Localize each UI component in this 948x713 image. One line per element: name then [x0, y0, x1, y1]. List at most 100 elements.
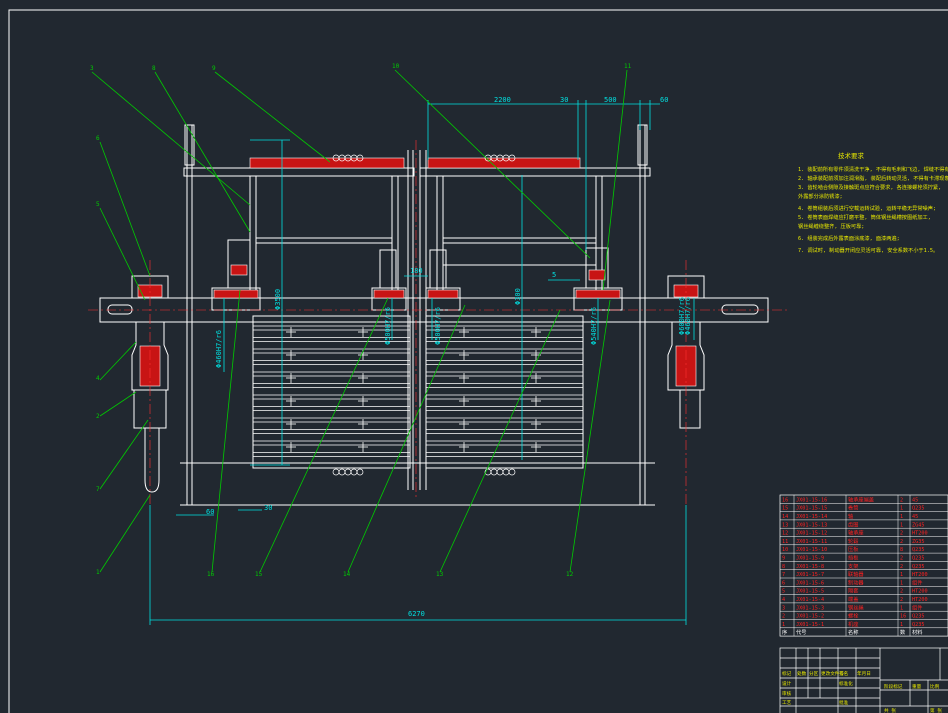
clamp-left — [227, 239, 251, 289]
leader-8 — [154, 71, 251, 233]
table-cell: 8 — [900, 547, 903, 553]
table-cell: Q235 — [912, 506, 925, 512]
table-cell: Q235 — [912, 614, 925, 620]
table-header-cell: 数 — [900, 628, 906, 636]
table-cell: JX01-15-10 — [796, 547, 827, 553]
table-cell: Q235 — [912, 556, 925, 562]
table-cell: 2 — [900, 531, 903, 537]
drum-slats — [253, 325, 583, 457]
table-cell: 机座 — [848, 620, 858, 628]
leader-6 — [99, 141, 151, 277]
rope-coil — [350, 468, 358, 476]
notes-title: 技术要求 — [838, 151, 865, 160]
rope-coil — [490, 468, 498, 476]
table-cell: JX01-15-3 — [796, 605, 824, 611]
notes-line: 1. 装配前所有零件须清洗干净, 不得有毛刺和飞边, 焊缝不得有夹渣0.5mm; — [798, 165, 948, 173]
leader-num: 10 — [392, 63, 400, 70]
tb-label: 更改文件号 — [821, 670, 844, 677]
dim-text-bottom-left2: 30 — [264, 504, 272, 512]
table-cell: 卷筒 — [848, 504, 858, 512]
table-cell: 14 — [782, 514, 788, 520]
title-block — [779, 647, 948, 713]
table-cell: 10 — [782, 547, 788, 553]
table-cell: 隔套 — [848, 587, 859, 595]
table-cell: JX01-15-4 — [796, 597, 824, 603]
leader-num: 14 — [343, 571, 351, 578]
table-cell: JX01-15-14 — [796, 514, 827, 520]
leader-num: 7 — [96, 486, 100, 493]
rope-coil — [338, 468, 346, 476]
tb-review: 审核 — [782, 690, 792, 697]
rope-coils — [332, 154, 516, 476]
leader-16 — [211, 289, 241, 573]
dim-text-top-right: 500 — [604, 96, 617, 104]
table-cell: 轮毂 — [848, 537, 858, 545]
dim-text-top-gap: 30 — [560, 96, 568, 104]
rope-coil — [502, 468, 510, 476]
table-cell: Q235 — [912, 564, 925, 570]
table-cell: JX01-15-9 — [796, 556, 824, 562]
table-cell: HT200 — [912, 597, 928, 603]
notes-line: 5. 卷筒表面焊缝应打磨平整, 筒体钢丝绳槽按图纸加工, — [798, 213, 931, 221]
leader-num: 2 — [96, 413, 100, 420]
leader-5 — [99, 207, 146, 301]
table-cell: 压板 — [848, 545, 859, 553]
leader-num: 1 — [96, 569, 100, 576]
platform-frame-left — [183, 167, 415, 177]
leader-num: 6 — [96, 135, 100, 142]
tb-label: 年月日 — [857, 670, 871, 677]
table-cell: JX01-15-5 — [796, 589, 824, 595]
leader-num: 16 — [207, 571, 215, 578]
dim-text-center: Φ300 — [514, 288, 522, 305]
leader-3 — [91, 71, 251, 206]
dim-text-fit-right: Φ540H7/r6 — [590, 307, 598, 345]
leader-numbers: 3 8 9 10 11 6 5 4 2 7 1 16 15 14 13 12 — [90, 63, 632, 578]
table-cell: HT200 — [912, 589, 928, 595]
table-cell: 制动器 — [848, 578, 864, 586]
table-cell: 16 — [900, 614, 906, 620]
table-cell: 9 — [782, 556, 785, 562]
hub-section — [373, 289, 405, 299]
end-bearing-right-body — [667, 321, 705, 391]
end-bearing-left-body — [131, 321, 169, 391]
notes-line: 7. 调试时, 制动器开闭应灵活可靠, 安全系数不小于1.5。 — [798, 246, 938, 254]
dim-text-top-end: 60 — [660, 96, 668, 104]
table-cell: JX01-15-11 — [796, 539, 827, 545]
clamp-mid-right — [429, 249, 447, 289]
dim-text-fit-center-left: Φ500H7/r6 — [384, 307, 392, 345]
shaft-keyway-left — [107, 304, 133, 315]
dimension-texts: 2200 30 500 60 Φ3500 180 5 6270 60 30 Φ4… — [206, 96, 692, 618]
table-cell: 挡板 — [848, 554, 859, 562]
leader-lines — [91, 69, 628, 573]
leader-15 — [259, 297, 389, 573]
leader-7 — [99, 419, 149, 490]
dim-text-bottom-left: 60 — [206, 508, 214, 516]
dim-text-overall: 6270 — [408, 610, 425, 618]
table-cell: 联轴器 — [848, 570, 864, 578]
table-cell: 15 — [782, 506, 788, 512]
clamp-mid-left — [379, 249, 397, 289]
table-cell: 螺栓 — [848, 612, 859, 620]
table-header-cell: 名称 — [848, 628, 858, 636]
leader-num: 9 — [212, 65, 216, 72]
leader-num: 8 — [152, 65, 156, 72]
leader-11 — [602, 69, 628, 291]
notes-line: 3. 齿轮啮合侧隙及接触斑点应符合要求, 各连接螺栓须拧紧, — [798, 183, 941, 191]
table-cell: 组件 — [912, 578, 922, 586]
table-cell: 2 — [900, 539, 903, 545]
dim-text-height: Φ3500 — [274, 289, 282, 310]
clamp-right — [585, 247, 609, 289]
table-header-cell: 材料 — [912, 628, 922, 636]
table-cell: 8 — [782, 564, 785, 570]
tb-stage: 阶段标记 — [884, 683, 903, 690]
table-cell: 齿圈 — [848, 521, 858, 528]
notes-line: 2. 轴承装配前须加注润滑脂, 装配后转动灵活, 不得有卡滞现象; — [798, 174, 948, 182]
hub-section — [427, 289, 459, 299]
table-frame — [779, 494, 948, 637]
leader-num: 11 — [624, 63, 632, 70]
table-cell: Q235 — [912, 547, 925, 553]
table-cell: 2 — [900, 497, 903, 503]
dim-text-fit-right-outer2: Φ600H7/r6 — [678, 297, 686, 335]
table-cell: 钢丝绳 — [848, 603, 864, 611]
